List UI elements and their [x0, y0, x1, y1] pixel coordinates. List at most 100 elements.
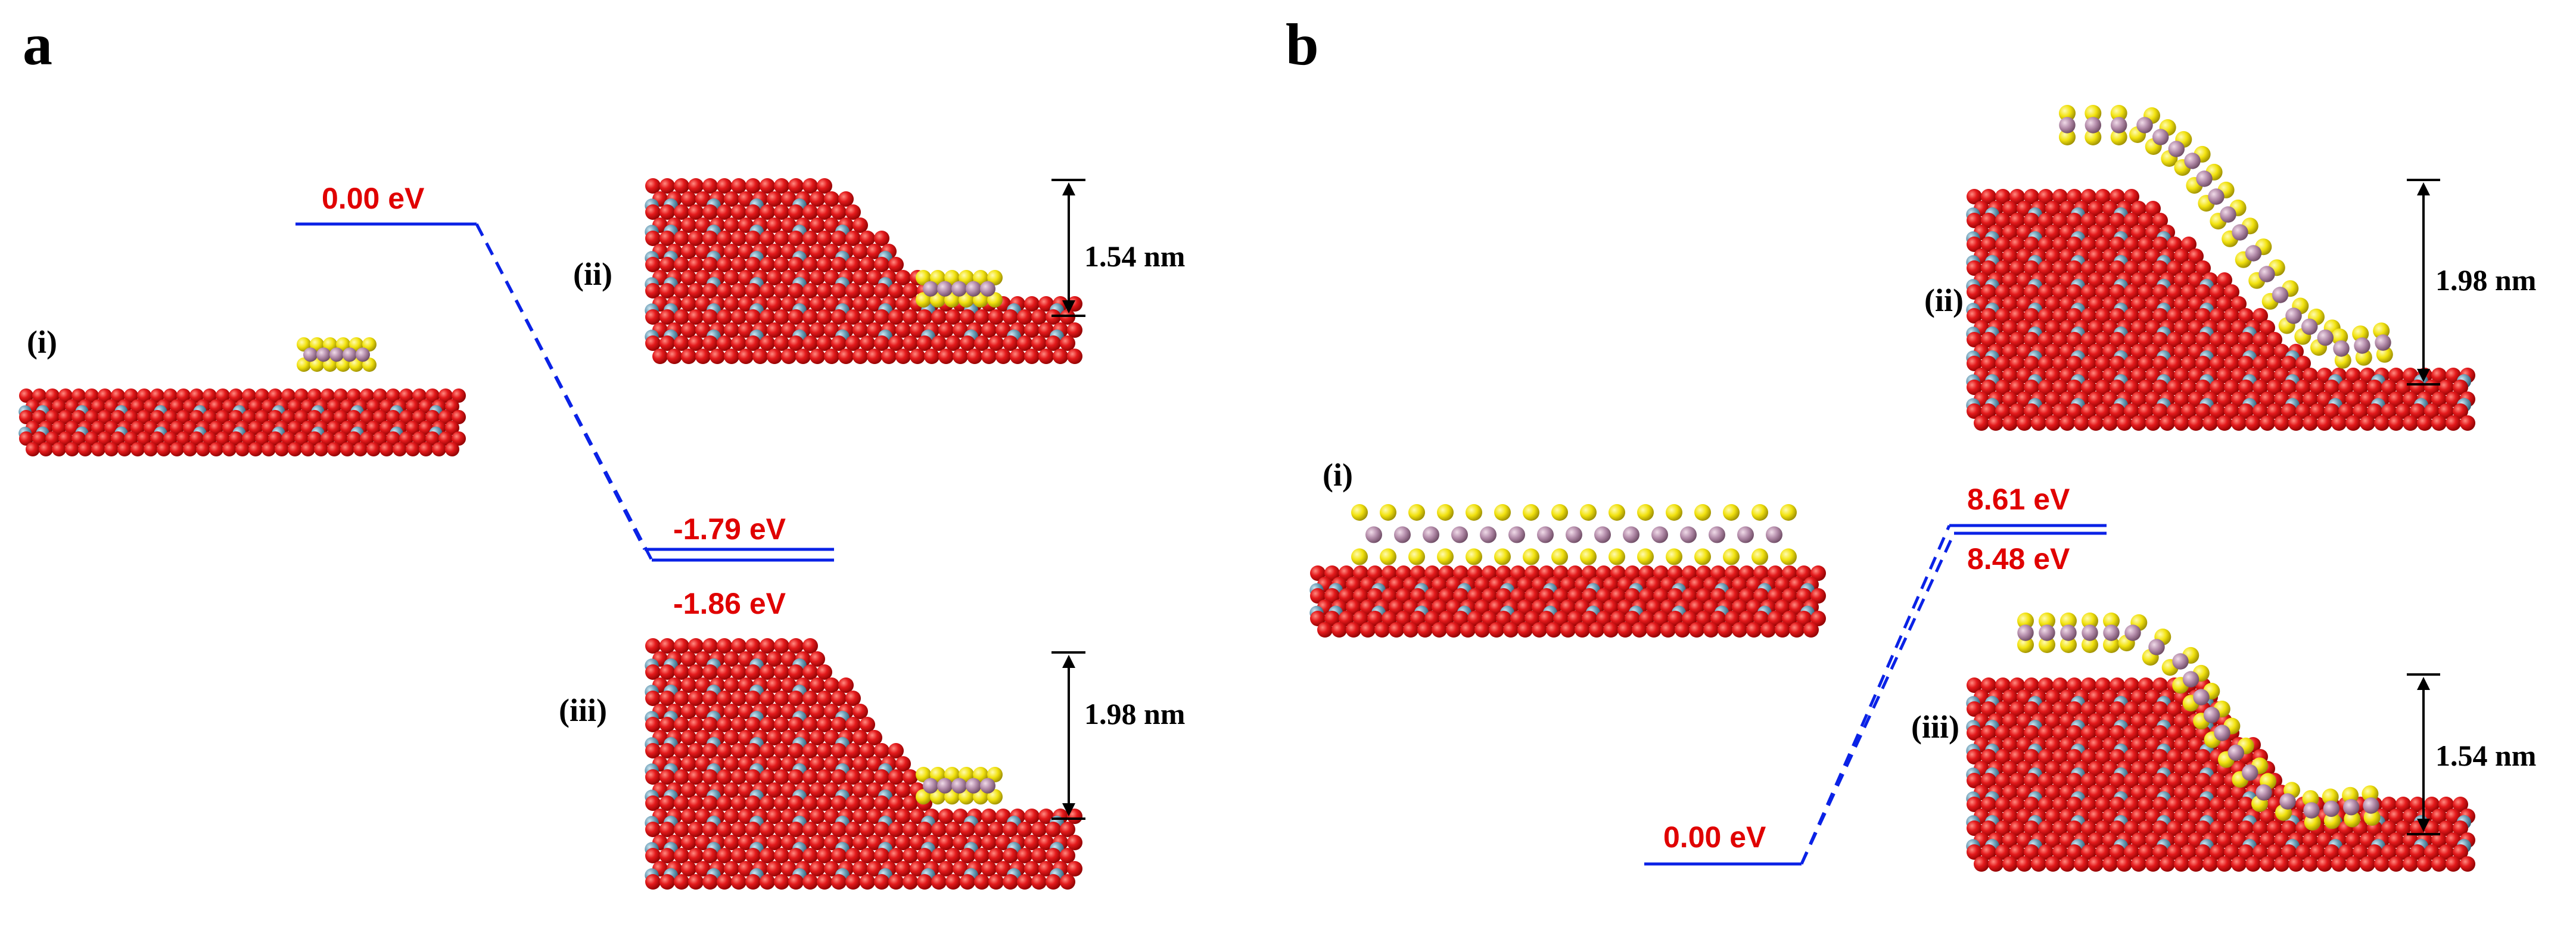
oxygen-atom	[268, 431, 282, 446]
sulfur-atom	[2103, 613, 2120, 629]
oxygen-atom	[2138, 844, 2154, 860]
oxygen-atom	[2181, 820, 2197, 836]
oxygen-atom	[860, 335, 875, 351]
oxygen-atom	[2231, 344, 2247, 359]
oxygen-atom	[2267, 380, 2282, 395]
oxygen-atom	[2253, 403, 2268, 419]
oxygen-atom	[767, 730, 782, 745]
oxygen-atom	[860, 795, 875, 811]
oxygen-atom	[745, 309, 761, 325]
oxygen-atom	[1038, 296, 1054, 312]
oxygen-atom	[2017, 415, 2032, 431]
oxygen-atom	[917, 848, 932, 863]
oxygen-atom	[2174, 391, 2189, 407]
oxygen-atom	[366, 442, 381, 456]
oxygen-atom	[810, 270, 825, 285]
oxygen-atom	[645, 231, 661, 246]
oxygen-atom	[2152, 403, 2168, 419]
oxygen-atom	[124, 431, 138, 446]
oxygen-atom	[71, 410, 86, 424]
oxygen-atom	[781, 782, 797, 798]
oxygen-atom	[2195, 284, 2211, 300]
oxygen-atom	[2331, 415, 2347, 431]
oxygen-atom	[1995, 749, 2011, 764]
oxygen-atom	[2059, 737, 2075, 753]
oxygen-atom	[2067, 308, 2082, 324]
oxygen-atom	[1403, 622, 1418, 638]
oxygen-atom	[760, 874, 775, 890]
oxygen-atom	[674, 717, 689, 732]
oxygen-atom	[810, 322, 825, 338]
oxygen-atom	[738, 756, 754, 772]
oxygen-atom	[731, 335, 746, 351]
oxygen-atom	[810, 217, 825, 233]
oxygen-atom	[2138, 749, 2154, 764]
molybdenum-atom	[2039, 624, 2055, 641]
oxygen-atom	[2052, 773, 2068, 788]
oxygen-atom	[2074, 415, 2089, 431]
oxygen-atom	[2067, 237, 2082, 252]
oxygen-atom	[903, 335, 918, 351]
sulfur-atom	[987, 767, 1003, 782]
oxygen-atom	[2095, 284, 2111, 300]
oxygen-atom	[2231, 368, 2247, 383]
oxygen-atom	[724, 730, 739, 745]
oxygen-atom	[1575, 622, 1590, 638]
oxygen-atom	[1417, 622, 1433, 638]
oxygen-atom	[2102, 272, 2118, 288]
oxygen-atom	[2009, 844, 2025, 860]
oxygen-atom	[2124, 701, 2139, 717]
oxygen-atom	[2345, 368, 2361, 383]
oxygen-atom	[2009, 308, 2025, 324]
oxygen-atom	[2088, 368, 2104, 383]
sulfur-atom	[1780, 548, 1797, 565]
oxygen-atom	[795, 349, 811, 364]
oxygen-atom	[2210, 820, 2225, 836]
oxygen-atom	[2102, 737, 2118, 753]
oxygen-atom	[745, 231, 761, 246]
oxygen-atom	[688, 795, 704, 811]
oxygen-atom	[845, 257, 861, 272]
panel-letter-a: a	[23, 11, 52, 77]
oxygen-atom	[853, 730, 868, 745]
oxygen-atom	[681, 296, 696, 312]
oxygen-atom	[2102, 296, 2118, 312]
sulfur-atom	[2059, 129, 2076, 145]
oxygen-atom	[1988, 856, 2003, 872]
oxygen-atom	[874, 874, 889, 890]
oxygen-atom	[2024, 773, 2039, 788]
oxygen-atom	[2274, 856, 2289, 872]
oxygen-atom	[760, 743, 775, 759]
oxygen-atom	[294, 410, 309, 424]
oxygen-atom	[1038, 861, 1054, 876]
oxygen-atom	[2138, 773, 2154, 788]
oxygen-atom	[1967, 725, 1982, 741]
oxygen-atom	[2245, 415, 2261, 431]
sulfur-atom	[987, 292, 1003, 308]
oxygen-atom	[2009, 237, 2025, 252]
oxygen-atom	[2110, 701, 2125, 717]
oxygen-atom	[1981, 749, 1996, 764]
oxygen-atom	[931, 822, 947, 837]
oxygen-atom	[767, 809, 782, 824]
sulfur-atom	[2362, 785, 2379, 803]
oxygen-atom	[2224, 308, 2239, 324]
oxygen-atom	[974, 874, 990, 890]
oxygen-atom	[248, 399, 263, 414]
oxygen-atom	[2145, 272, 2161, 288]
oxygen-atom	[874, 257, 889, 272]
oxygen-atom	[2009, 332, 2025, 347]
oxygen-atom	[2217, 344, 2232, 359]
structure-b-iii	[1966, 613, 2475, 872]
oxygen-atom	[867, 835, 882, 850]
oxygen-atom	[2360, 856, 2375, 872]
oxygen-atom	[2024, 237, 2039, 252]
oxygen-atom	[1995, 380, 2011, 395]
oxygen-atom	[781, 296, 797, 312]
oxygen-atom	[860, 231, 875, 246]
oxygen-atom	[2067, 797, 2082, 812]
molybdenum-atom	[1566, 526, 1582, 543]
oxygen-atom	[2002, 368, 2018, 383]
oxygen-atom	[867, 861, 882, 876]
oxygen-atom	[1382, 565, 1397, 581]
